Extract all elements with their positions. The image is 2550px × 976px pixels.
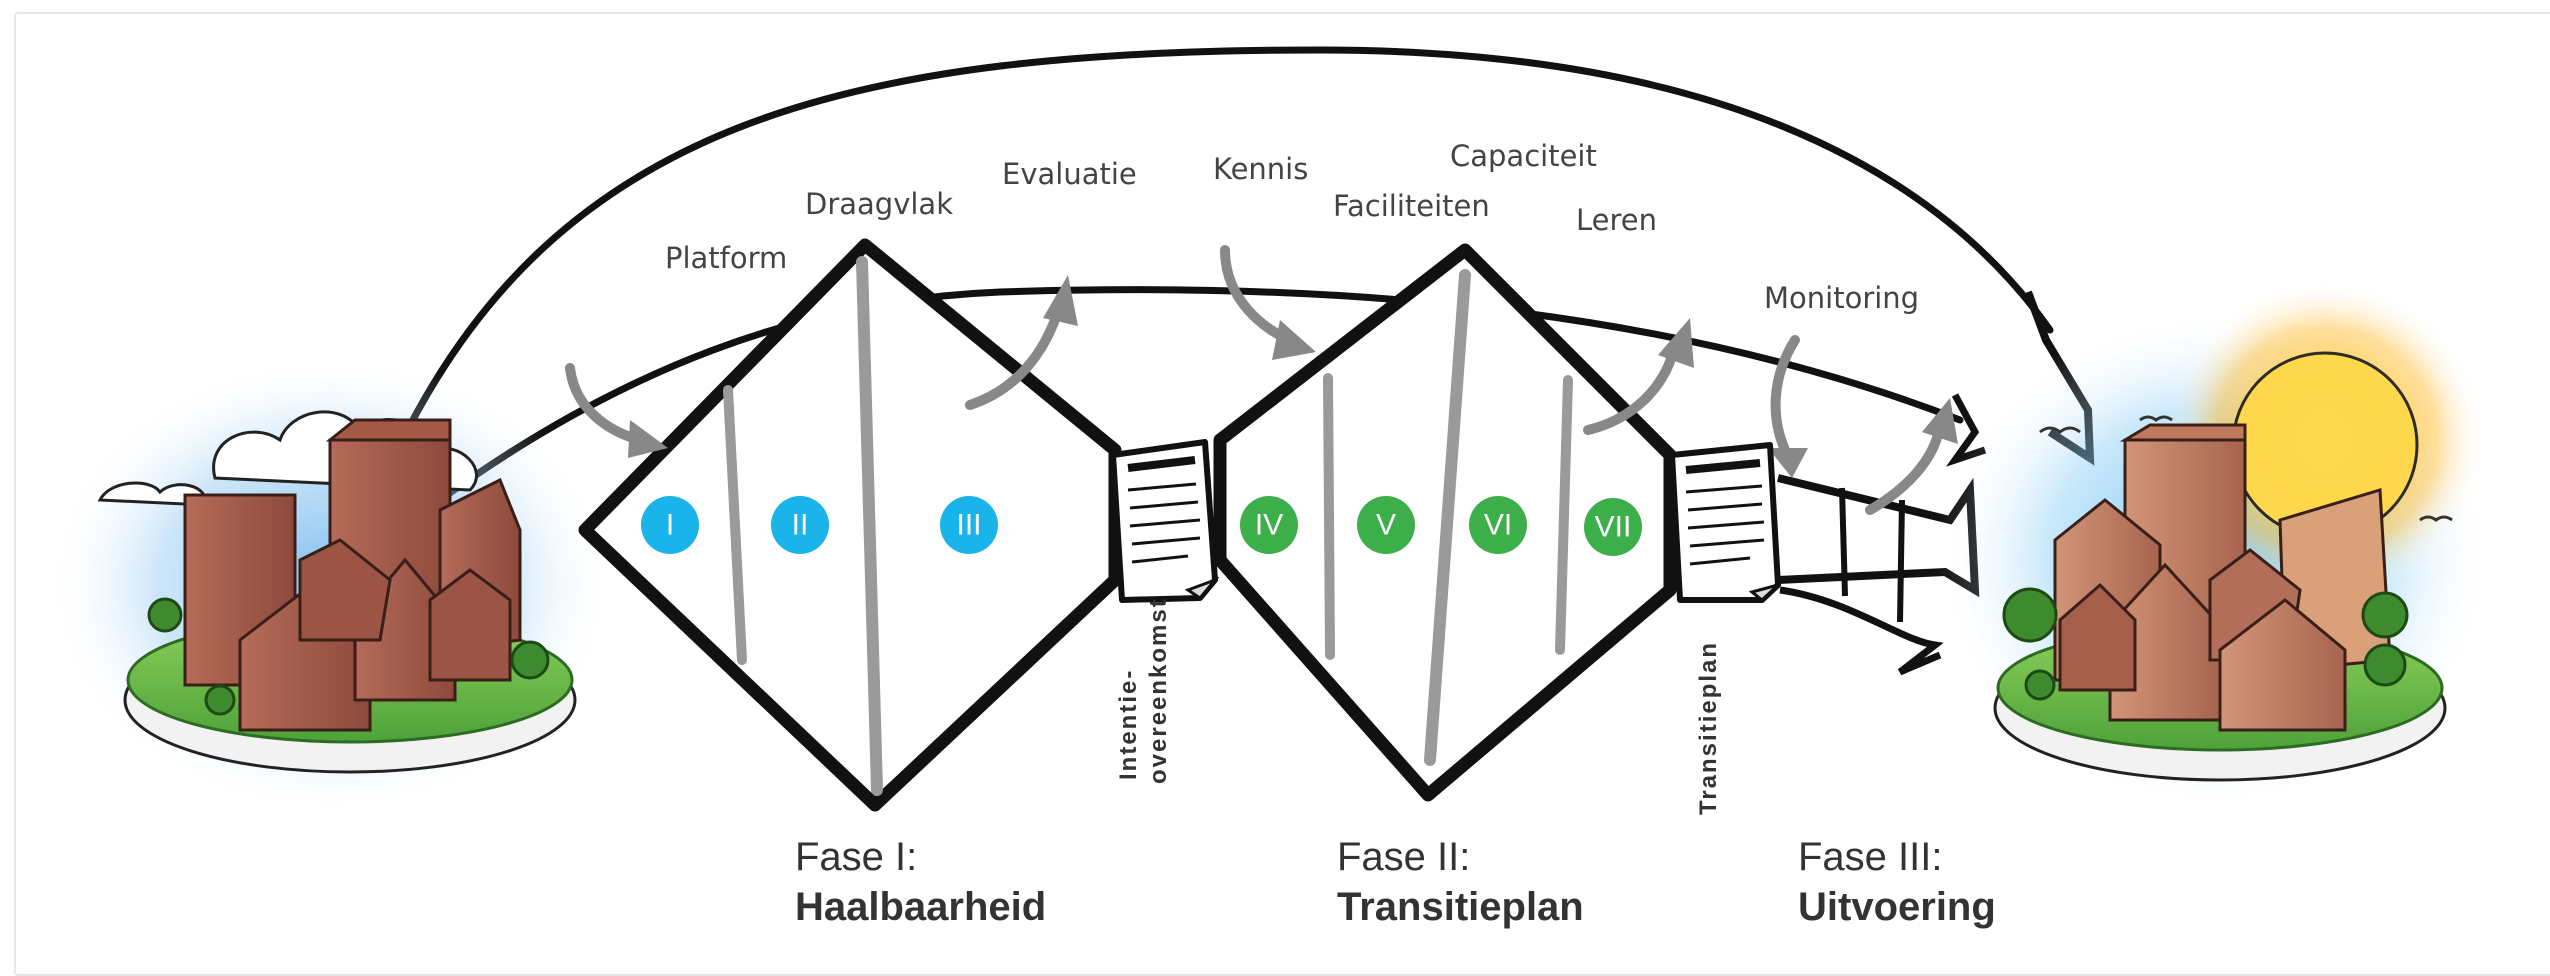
phase-3-title: Uitvoering [1798, 885, 1996, 929]
evaluatie-arrow [965, 275, 1078, 410]
divider [856, 256, 883, 796]
label-leren: Leren [1576, 203, 1657, 237]
label-evaluatie: Evaluatie [1002, 157, 1137, 191]
start-town-icon [45, 355, 615, 815]
step-V: V [1357, 496, 1415, 554]
phase-2-title: Transitieplan [1337, 885, 1584, 929]
step-label: II [792, 509, 809, 542]
label-draagvlak: Draagvlak [805, 187, 953, 221]
step-III: III [940, 496, 998, 554]
intentieovereenkomst-document-icon [1110, 439, 1220, 603]
divider [1323, 373, 1335, 660]
platform-arrow [565, 363, 668, 458]
step-VI: VI [1469, 496, 1527, 554]
outer-arc-arrow [396, 46, 2095, 466]
step-I: I [641, 496, 699, 554]
label-intentie: Intentie- [1115, 669, 1142, 780]
label-faciliteiten: Faciliteiten [1333, 189, 1490, 223]
step-label: VI [1484, 509, 1512, 542]
label-transitieplan-document: Transitieplan [1695, 641, 1722, 815]
phase-1-title: Haalbaarheid [795, 885, 1046, 929]
kennis-arrow [1220, 245, 1316, 360]
monitoring-arrow-up [1865, 398, 1958, 515]
sunny-town-icon [1935, 280, 2495, 810]
label-overeenkomst: overeenkomst [1145, 597, 1172, 784]
step-label: I [666, 509, 674, 542]
transition-diagram: I II III IV V VI VII Platform Draagvlak … [45, 46, 2495, 929]
step-II: II [771, 496, 829, 554]
phase-2-name: Fase II: [1337, 835, 1470, 879]
leren-arrow [1583, 318, 1694, 435]
label-kennis: Kennis [1213, 152, 1308, 186]
divider [1424, 269, 1471, 766]
divider [1555, 375, 1573, 655]
phase-1-diamond [578, 238, 1122, 812]
label-platform: Platform [665, 241, 787, 275]
transitieplan-document-icon [1669, 442, 1781, 603]
step-label: IV [1255, 509, 1283, 542]
step-IV: IV [1240, 496, 1298, 554]
step-label: V [1376, 509, 1396, 542]
label-monitoring: Monitoring [1764, 281, 1919, 315]
step-label: VII [1595, 511, 1632, 544]
step-VII: VII [1584, 498, 1642, 556]
phase-3-name: Fase III: [1798, 835, 1943, 879]
monitoring-arrow-down [1768, 335, 1808, 478]
label-capaciteit: Capaciteit [1450, 139, 1597, 173]
divider [723, 385, 747, 665]
step-label: III [956, 509, 981, 542]
phase-1-name: Fase I: [795, 835, 917, 879]
phase-2-diamond [1213, 243, 1677, 802]
